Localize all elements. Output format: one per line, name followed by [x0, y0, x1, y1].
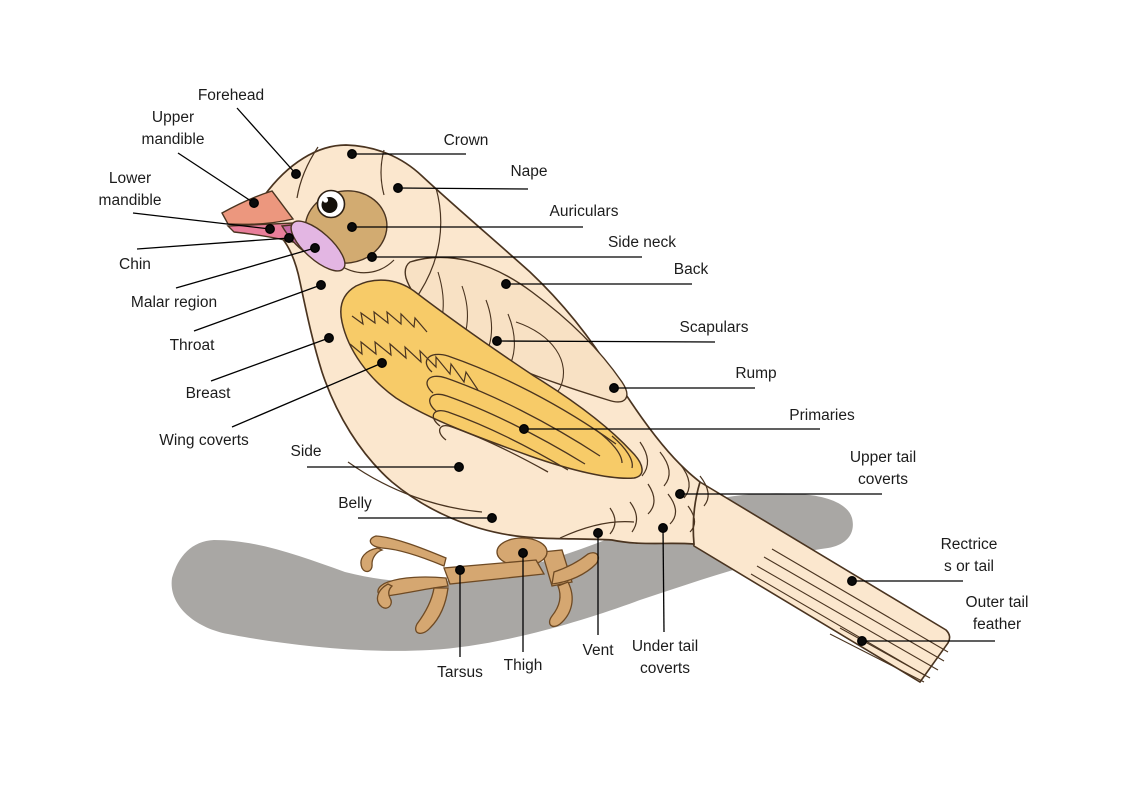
covert-zigzag-lines [349, 310, 479, 391]
leader-scapulars [492, 336, 716, 346]
leader-lower-mandible [132, 212, 275, 234]
tail-covert-feathers [609, 441, 709, 535]
tarsus-shape [443, 559, 546, 585]
eye [316, 189, 346, 219]
leader-vent [593, 528, 603, 635]
leader-rump [609, 383, 755, 393]
leader-auriculars [347, 222, 583, 232]
leader-thigh [518, 548, 528, 652]
tail [689, 480, 951, 684]
leader-malar-region [175, 243, 320, 289]
leader-crown [347, 149, 466, 159]
leader-breast [210, 333, 334, 382]
leader-upper-mandible [177, 152, 259, 208]
leader-primaries [519, 424, 820, 434]
leader-outer-tail-feather [857, 636, 995, 646]
leader-under-tail-coverts [658, 523, 668, 633]
far-foot [541, 549, 600, 628]
leader-side-neck [367, 252, 642, 262]
leader-wing-coverts [231, 358, 387, 428]
leader-side [307, 462, 464, 472]
leader-throat [193, 280, 326, 332]
leader-upper-tail-coverts [675, 489, 882, 499]
leader-chin [136, 233, 294, 250]
tail-feather-lines [750, 548, 949, 683]
near-foot [360, 535, 449, 634]
upper-mandible-shape [221, 190, 295, 226]
primary-feather-lines [425, 353, 633, 473]
leader-lines [132, 107, 995, 657]
leader-nape [393, 183, 529, 193]
leader-rectrices [847, 576, 963, 586]
leader-tarsus [455, 565, 465, 657]
leader-forehead [236, 107, 301, 179]
leader-belly [358, 513, 497, 523]
leader-back [501, 279, 692, 289]
